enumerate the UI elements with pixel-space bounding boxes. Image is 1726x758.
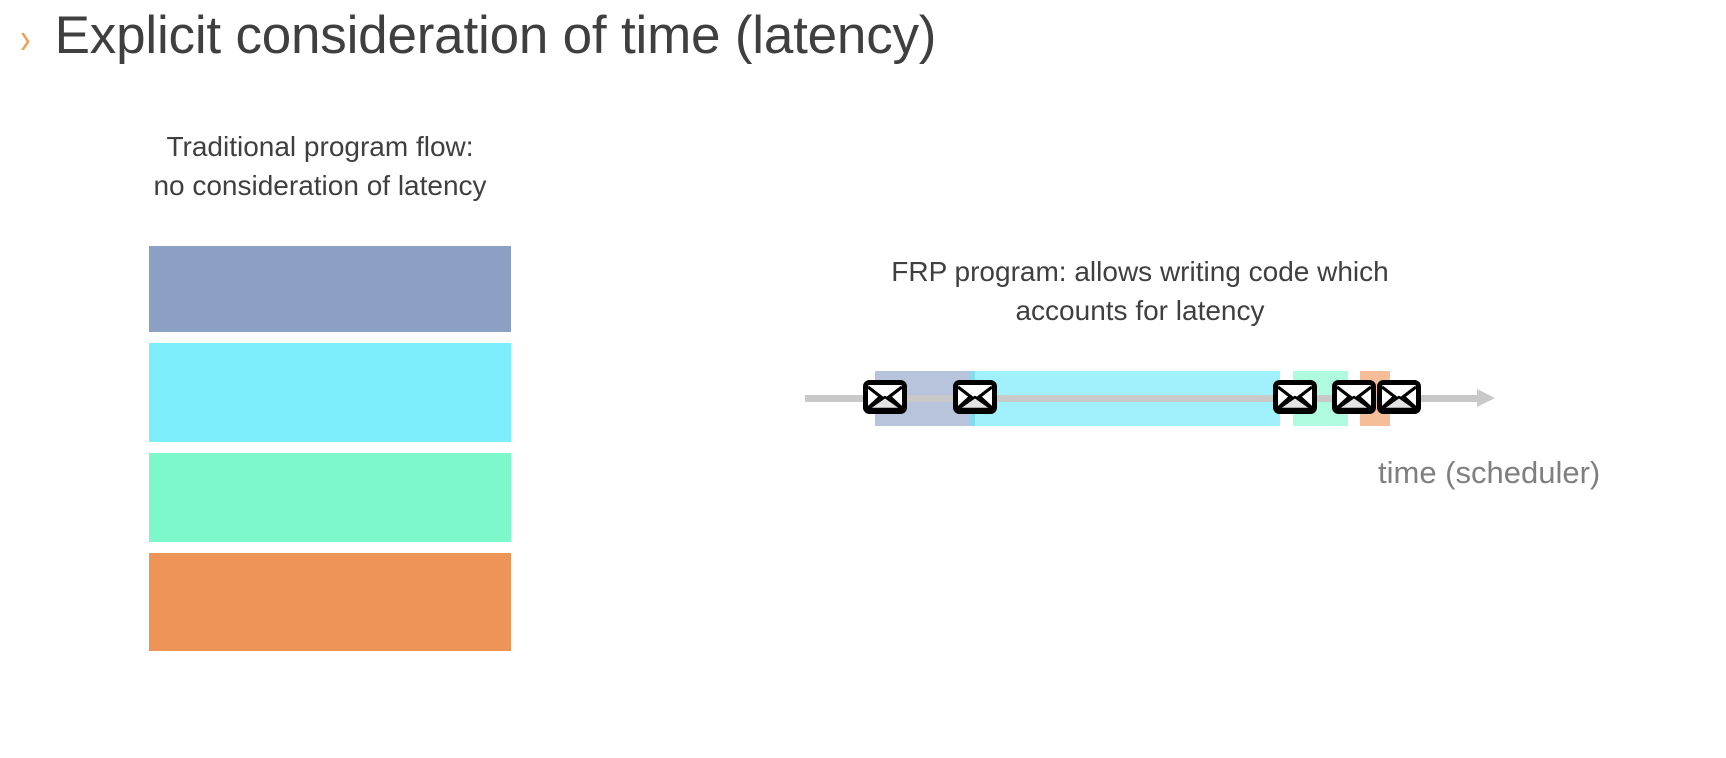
envelope-icon (863, 380, 907, 414)
flow-bar-stage-1 (149, 246, 511, 332)
traditional-flow-panel: Traditional program flow: no considerati… (120, 128, 540, 651)
traditional-flow-bar-stack (149, 246, 511, 651)
traditional-flow-caption: Traditional program flow: no considerati… (120, 128, 520, 205)
flow-bar-stage-4 (149, 553, 511, 651)
title-text: Explicit consideration of time (latency) (54, 6, 937, 65)
timeline-axis-label: time (scheduler) (1378, 455, 1601, 490)
envelope-icon (1332, 380, 1376, 414)
frp-program-caption: FRP program: allows writing code which a… (820, 253, 1460, 330)
envelope-icon (1377, 380, 1421, 414)
traditional-flow-caption-line1: Traditional program flow: (166, 131, 474, 162)
page-title: › Explicit consideration of time (latenc… (18, 8, 936, 64)
frp-program-panel: FRP program: allows writing code which a… (790, 253, 1490, 330)
envelope-icon (953, 380, 997, 414)
timeline-axis-line (805, 395, 1483, 402)
frp-program-caption-line1: FRP program: allows writing code which (891, 256, 1389, 287)
flow-bar-stage-2 (149, 343, 511, 442)
scheduler-timeline (805, 368, 1525, 438)
timeline-arrowhead-icon (1477, 389, 1495, 407)
frp-program-caption-line2: accounts for latency (1015, 294, 1265, 326)
flow-bar-stage-3 (149, 453, 511, 542)
traditional-flow-caption-line2: no consideration of latency (153, 169, 487, 201)
envelope-icon (1273, 380, 1317, 414)
chevron-right-icon: › (20, 14, 31, 63)
